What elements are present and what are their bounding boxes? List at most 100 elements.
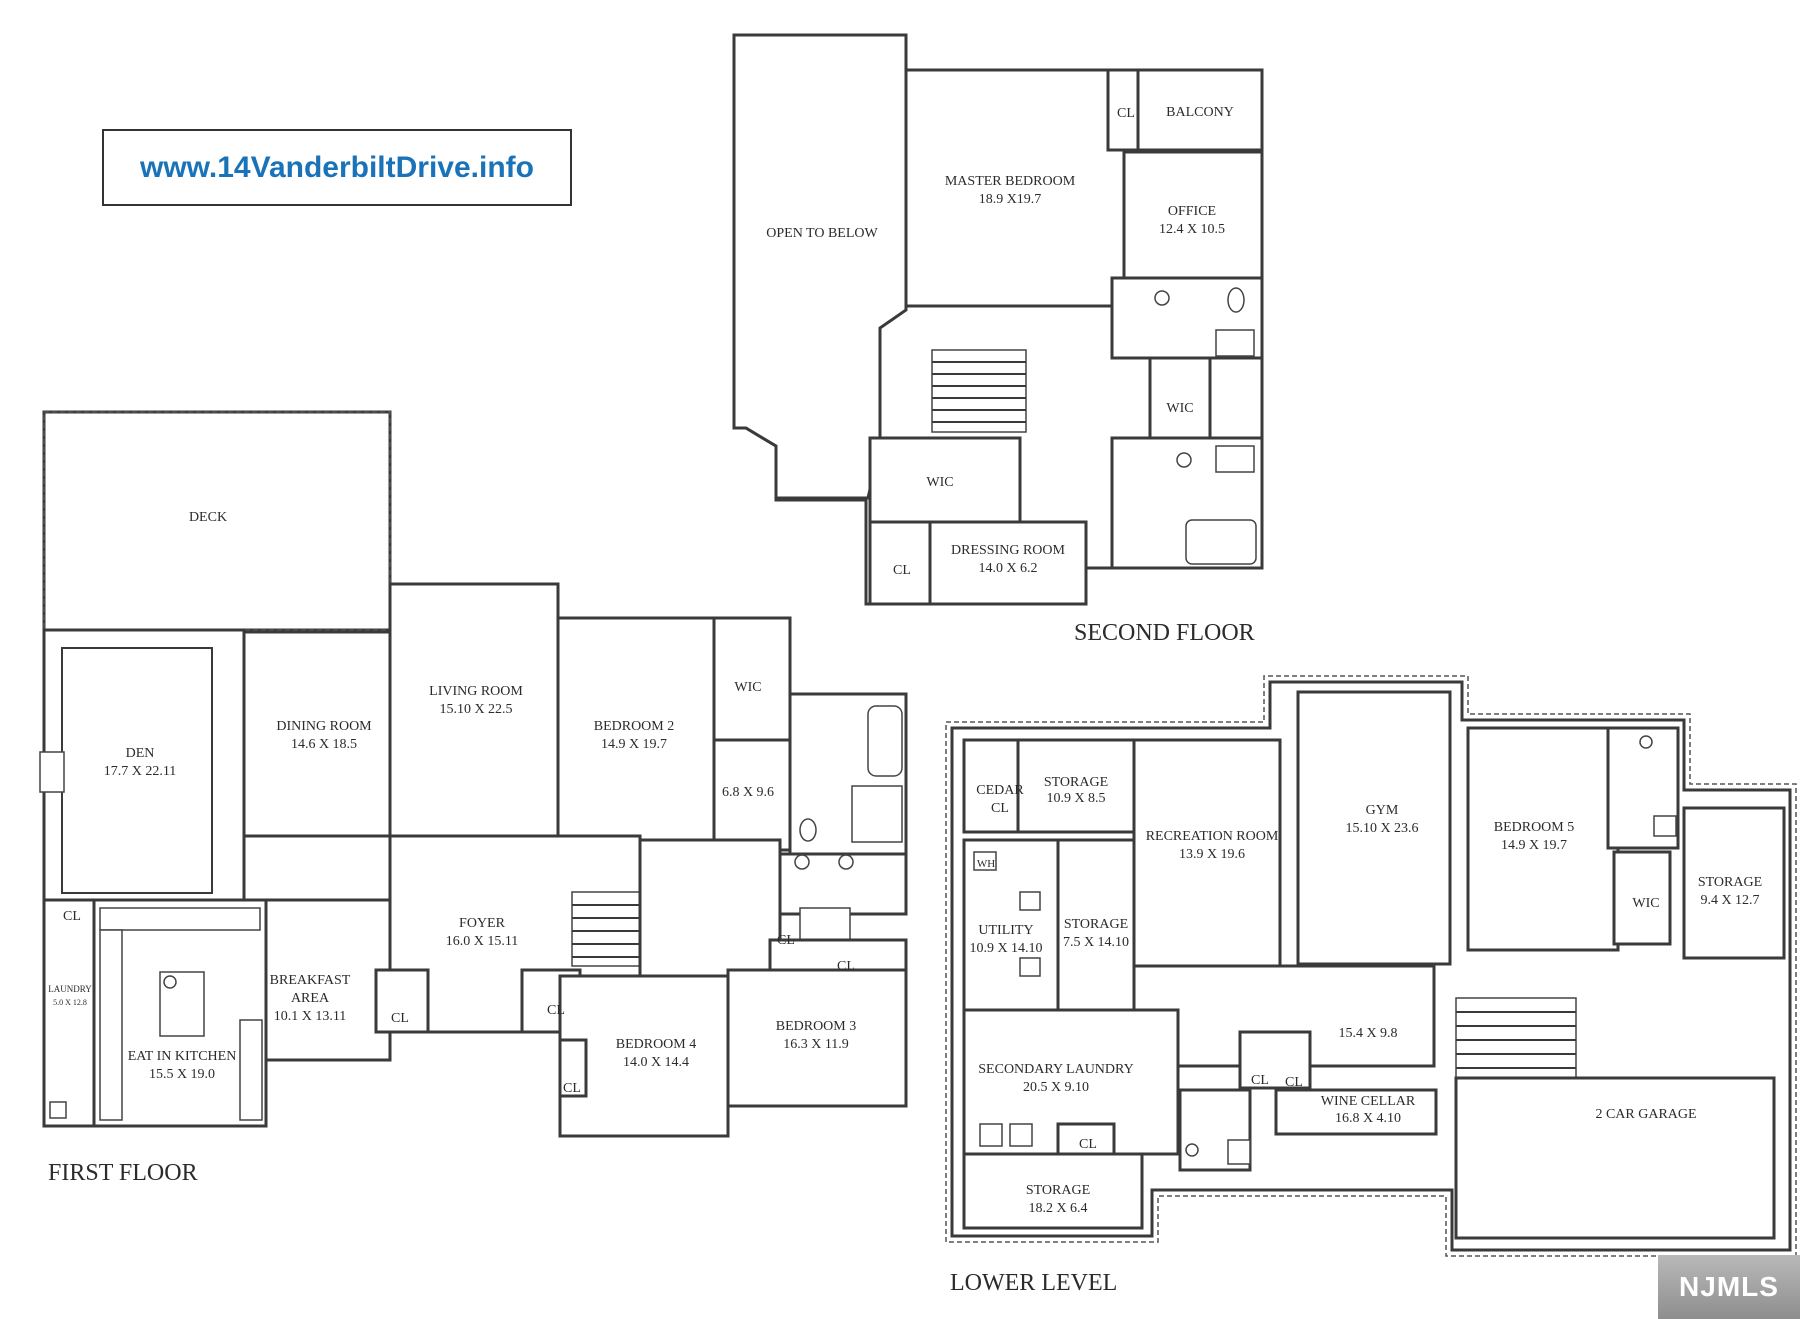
closet-6-8 [712,738,792,852]
label-storage2: STORAGE [1064,917,1128,932]
garage [1454,1076,1776,1240]
label-bedroom4-size: 14.0 X 14.4 [623,1055,689,1070]
dining-room [242,630,392,838]
label-breakfast-2: AREA [291,991,330,1006]
label-dressing-size: 14.0 X 6.2 [978,561,1037,576]
label-cedar-cl: CL [991,801,1009,816]
label-open-below: OPEN TO BELOW [766,226,878,241]
lower-level-title: LOWER LEVEL [950,1270,1117,1296]
label-gym-size: 15.10 X 23.6 [1345,821,1418,836]
label-foyer-size: 16.0 X 15.11 [446,934,519,949]
shower-icon [1227,1139,1251,1165]
label-cl-lower-a: CL [1251,1073,1269,1088]
label-storage-right: STORAGE [1698,875,1762,890]
dryer-icon [1009,1123,1033,1147]
toilet-icon [1227,287,1245,313]
label-cl-lower-b: CL [1285,1075,1303,1090]
label-wine: WINE CELLAR [1321,1094,1416,1109]
label-deck: DECK [189,510,227,525]
closet [768,938,908,972]
label-den: DEN [126,746,155,761]
label-storage3-size: 18.2 X 6.4 [1028,1201,1087,1216]
label-storage3: STORAGE [1026,1183,1090,1198]
staircase [931,349,1027,433]
storage-10-9 [1016,738,1136,834]
counter-top [99,907,261,931]
label-den-size: 17.7 X 22.11 [104,764,177,779]
den-room [42,628,246,902]
laundry-room [42,898,96,1128]
label-cl-foyer-left: CL [391,1011,409,1026]
label-room-154: 15.4 X 9.8 [1338,1026,1397,1041]
label-dining-size: 14.6 X 18.5 [291,737,357,752]
label-breakfast-size: 10.1 X 13.11 [274,1009,347,1024]
label-cl-laundry-lower: CL [1079,1137,1097,1152]
equipment-icon [1019,957,1041,977]
label-cl-hall: CL [777,933,795,948]
shower-icon [1653,815,1677,837]
label-storage-right-size: 9.4 X 12.7 [1700,893,1759,908]
bedroom-2 [556,616,716,852]
label-balcony: BALCONY [1166,105,1234,120]
label-cl-bedroom3: CL [837,959,855,974]
open-to-below [732,33,908,500]
sink-icon [838,854,854,870]
lower-level-plan [945,675,1797,1257]
closets-pair [1238,1030,1312,1090]
sink-icon [1154,290,1170,306]
label-cl-laundry: CL [63,909,81,924]
label-master: MASTER BEDROOM [945,174,1076,189]
bathtub-icon [1185,519,1257,565]
label-foyer: FOYER [459,916,506,931]
label-office-size: 12.4 X 10.5 [1159,222,1225,237]
closet [558,1038,588,1098]
sink-icon [163,975,177,989]
label-wh: WH [977,858,995,870]
label-recreation: RECREATION ROOM [1146,829,1279,844]
staircase [1455,997,1577,1079]
second-floor-title: SECOND FLOOR [1074,620,1255,646]
sink-icon [1176,452,1192,468]
recreation-room [1132,738,1282,968]
storage-right [1682,806,1786,960]
gym-room [1296,690,1452,966]
label-kitchen-size: 15.5 X 19.0 [149,1067,215,1082]
label-cl-dressing: CL [893,563,911,578]
water-heater-icon [973,851,997,871]
label-storage2-size: 7.5 X 14.10 [1063,935,1129,950]
label-wic-first: WIC [734,680,761,695]
label-utility-size: 10.9 X 14.10 [969,941,1042,956]
label-storage1: STORAGE [1044,775,1108,790]
label-cedar: CEDAR [976,783,1024,798]
washer-icon [979,1123,1003,1147]
master-bedroom [904,68,1140,308]
staircase [571,891,643,967]
label-dining: DINING ROOM [276,719,372,734]
closet [868,520,932,606]
label-kitchen: EAT IN KITCHEN [128,1049,237,1064]
label-bedroom5-size: 14.9 X 19.7 [1501,838,1567,853]
label-storage1-size: 10.9 X 8.5 [1046,791,1105,806]
counter-side [99,929,123,1121]
label-bedroom2: BEDROOM 2 [594,719,675,734]
website-url: www.14VanderbiltDrive.info [102,129,572,206]
balcony [1136,68,1264,152]
hallway [638,838,782,978]
wic-lower [1612,850,1672,946]
label-cl-foyer-right: CL [547,1003,565,1018]
label-gym: GYM [1366,803,1399,818]
sink-icon [1639,735,1653,749]
sink-icon [1185,1143,1199,1157]
label-room-68: 6.8 X 9.6 [722,785,774,800]
sink-icon [794,854,810,870]
shower-icon [1215,329,1255,357]
first-floor-plan [39,410,908,1138]
label-sec-laundry: SECONDARY LAUNDRY [978,1062,1133,1077]
label-bedroom4: BEDROOM 4 [616,1037,697,1052]
label-living: LIVING ROOM [429,684,523,699]
label-laundry: LAUNDRY [48,984,92,994]
label-recreation-size: 13.9 X 19.6 [1179,847,1245,862]
shower-icon [1215,445,1255,473]
equipment-icon [1019,891,1041,911]
